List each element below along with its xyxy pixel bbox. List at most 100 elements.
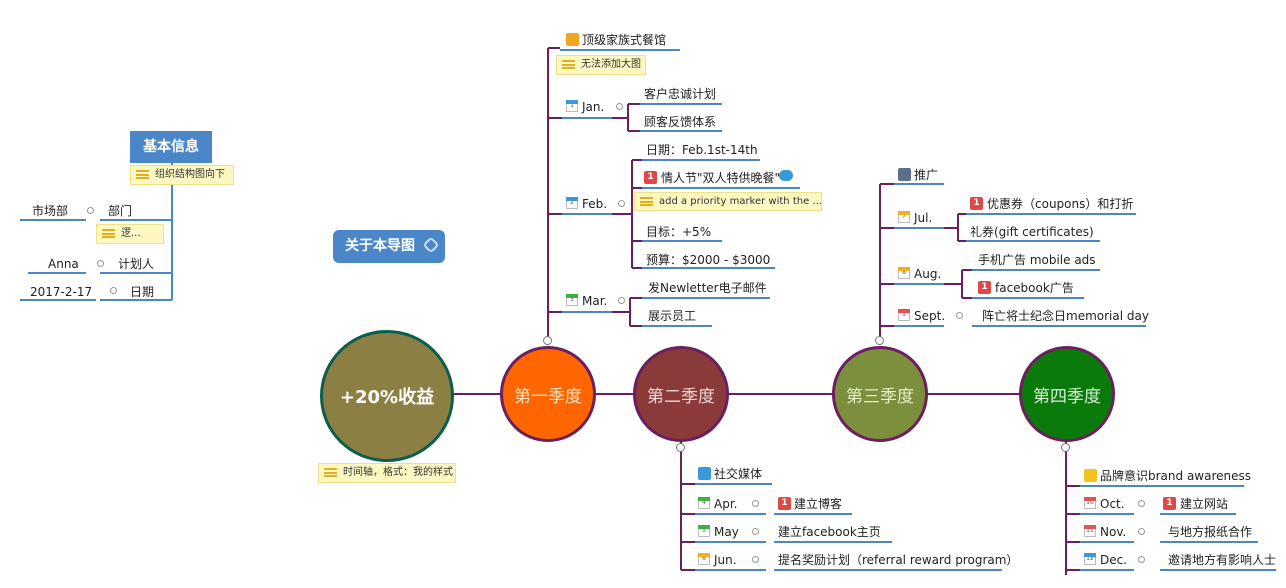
feb-item[interactable]: 情人节"双人特供晚餐" [661, 171, 781, 185]
nov-label[interactable]: Nov. [1100, 525, 1127, 539]
dept-note[interactable]: 逻... [96, 224, 164, 244]
aug-calendar-icon: 8 [898, 267, 910, 279]
sept-label[interactable]: Sept. [914, 309, 946, 323]
info-title-box[interactable]: 基本信息 [130, 131, 212, 163]
aug-item-2[interactable]: facebook广告 [995, 281, 1074, 295]
info-note[interactable]: 组织结构图向下 [130, 165, 234, 185]
dec-item[interactable]: 邀请地方有影响人士 [1168, 553, 1277, 567]
q1-label: 第一季度 [514, 386, 582, 407]
oct-item[interactable]: 建立网站 [1180, 497, 1229, 511]
feb-budget[interactable]: 预算：$2000 - $3000 [646, 253, 771, 267]
feb-item-note[interactable]: add a priority marker with the ... [634, 192, 822, 211]
chart-icon [898, 168, 911, 181]
about-label: 关于本导图 [345, 238, 415, 254]
aug-label[interactable]: Aug. [914, 267, 942, 281]
oct-priority-icon: 1 [1163, 497, 1176, 510]
feb-calendar-icon: 2 [566, 197, 578, 209]
dept-collapse-icon[interactable] [87, 207, 94, 214]
apr-item[interactable]: 建立博客 [794, 497, 843, 511]
dec-calendar-icon: 12 [1084, 553, 1096, 565]
q3-topic[interactable]: 第三季度 [832, 346, 928, 442]
comment-icon[interactable] [779, 170, 793, 181]
may-item[interactable]: 建立facebook主页 [778, 525, 881, 539]
mar-label[interactable]: Mar. [582, 294, 608, 308]
about-button[interactable]: 关于本导图 [333, 230, 445, 263]
q1-topic-note[interactable]: 无法添加大图 [556, 55, 646, 75]
q1-collapse-icon[interactable] [543, 336, 552, 345]
apr-priority-icon: 1 [778, 497, 791, 510]
date-collapse-icon[interactable] [110, 287, 117, 294]
q4-topic[interactable]: 第四季度 [1019, 346, 1115, 442]
sept-collapse-icon[interactable] [956, 312, 963, 319]
dec-collapse-icon[interactable] [1138, 556, 1145, 563]
feb-target[interactable]: 目标：+5% [646, 225, 712, 239]
feb-label[interactable]: Feb. [582, 197, 608, 211]
q1-topic[interactable]: 第一季度 [500, 346, 596, 442]
jul-item-1[interactable]: 优惠券（coupons）和打折 [987, 197, 1134, 211]
nov-calendar-icon: 11 [1084, 525, 1096, 537]
q4-label: 第四季度 [1033, 386, 1101, 407]
oct-calendar-icon: 10 [1084, 497, 1096, 509]
nov-item[interactable]: 与地方报纸合作 [1168, 525, 1253, 539]
nov-collapse-icon[interactable] [1138, 528, 1145, 535]
jul-item-2[interactable]: 礼券(gift certificates) [970, 225, 1094, 239]
jan-collapse-icon[interactable] [616, 103, 623, 110]
sept-item[interactable]: 阵亡将士纪念日memorial day [982, 309, 1149, 323]
q1-topic-title[interactable]: 顶级家族式餐馆 [582, 33, 667, 47]
q2-topic[interactable]: 第二季度 [633, 346, 729, 442]
link-icon[interactable] [422, 236, 440, 254]
feb-date[interactable]: 日期：Feb.1st-14th [646, 143, 758, 157]
apr-calendar-icon: 4 [698, 497, 710, 509]
jul-label[interactable]: Jul. [914, 211, 933, 225]
central-topic[interactable]: +20%收益 [320, 330, 454, 462]
q2-label: 第二季度 [647, 386, 715, 407]
oct-collapse-icon[interactable] [1138, 500, 1145, 507]
jun-item[interactable]: 提名奖励计划（referral reward program） [778, 553, 1019, 567]
central-note[interactable]: 时间轴，格式：我的样式 [318, 463, 456, 483]
planner-collapse-icon[interactable] [97, 260, 104, 267]
jan-item-2[interactable]: 顾客反馈体系 [644, 115, 717, 129]
q4-topic-title[interactable]: 品牌意识brand awareness [1100, 469, 1252, 483]
apr-collapse-icon[interactable] [752, 500, 759, 507]
sept-calendar-icon: 9 [898, 309, 910, 321]
date-value[interactable]: 2017-2-17 [30, 285, 93, 299]
q3-topic-title[interactable]: 推广 [914, 168, 939, 182]
jan-label[interactable]: Jan. [582, 100, 605, 114]
apr-label[interactable]: Apr. [714, 497, 738, 511]
may-label[interactable]: May [714, 525, 739, 539]
trophy-icon [1084, 469, 1097, 482]
jan-calendar-icon: 1 [566, 100, 578, 112]
q3-collapse-icon[interactable] [875, 336, 884, 345]
mar-collapse-icon[interactable] [618, 297, 625, 304]
central-topic-label: +20%收益 [339, 387, 435, 408]
oct-label[interactable]: Oct. [1100, 497, 1125, 511]
jun-collapse-icon[interactable] [752, 556, 759, 563]
info-title: 基本信息 [143, 139, 199, 155]
dept-label[interactable]: 部门 [108, 204, 133, 218]
may-collapse-icon[interactable] [752, 528, 759, 535]
jun-label[interactable]: Jun. [714, 553, 737, 567]
feb-collapse-icon[interactable] [618, 200, 625, 207]
q2-topic-title[interactable]: 社交媒体 [714, 467, 763, 481]
dec-label[interactable]: Dec. [1100, 553, 1128, 567]
date-label[interactable]: 日期 [130, 285, 155, 299]
q2-collapse-icon[interactable] [676, 443, 685, 452]
aug-item-1[interactable]: 手机广告 mobile ads [978, 253, 1096, 267]
planner-value[interactable]: Anna [48, 257, 79, 271]
jul-priority-icon: 1 [970, 197, 983, 210]
thumbs-up-icon [566, 33, 579, 46]
aug-priority-icon: 1 [978, 281, 991, 294]
priority-1-icon: 1 [644, 171, 657, 184]
jul-calendar-icon: 7 [898, 211, 910, 223]
planner-label[interactable]: 计划人 [118, 257, 155, 271]
mar-item-1[interactable]: 发Newletter电子邮件 [648, 281, 767, 295]
q3-label: 第三季度 [846, 386, 914, 407]
dept-value[interactable]: 市场部 [32, 204, 69, 218]
mar-item-2[interactable]: 展示员工 [648, 309, 697, 323]
q4-collapse-icon[interactable] [1061, 443, 1070, 452]
may-calendar-icon: 5 [698, 525, 710, 537]
jan-item-1[interactable]: 客户忠诚计划 [644, 87, 717, 101]
mar-calendar-icon: 3 [566, 294, 578, 306]
jun-calendar-icon: 6 [698, 553, 710, 565]
